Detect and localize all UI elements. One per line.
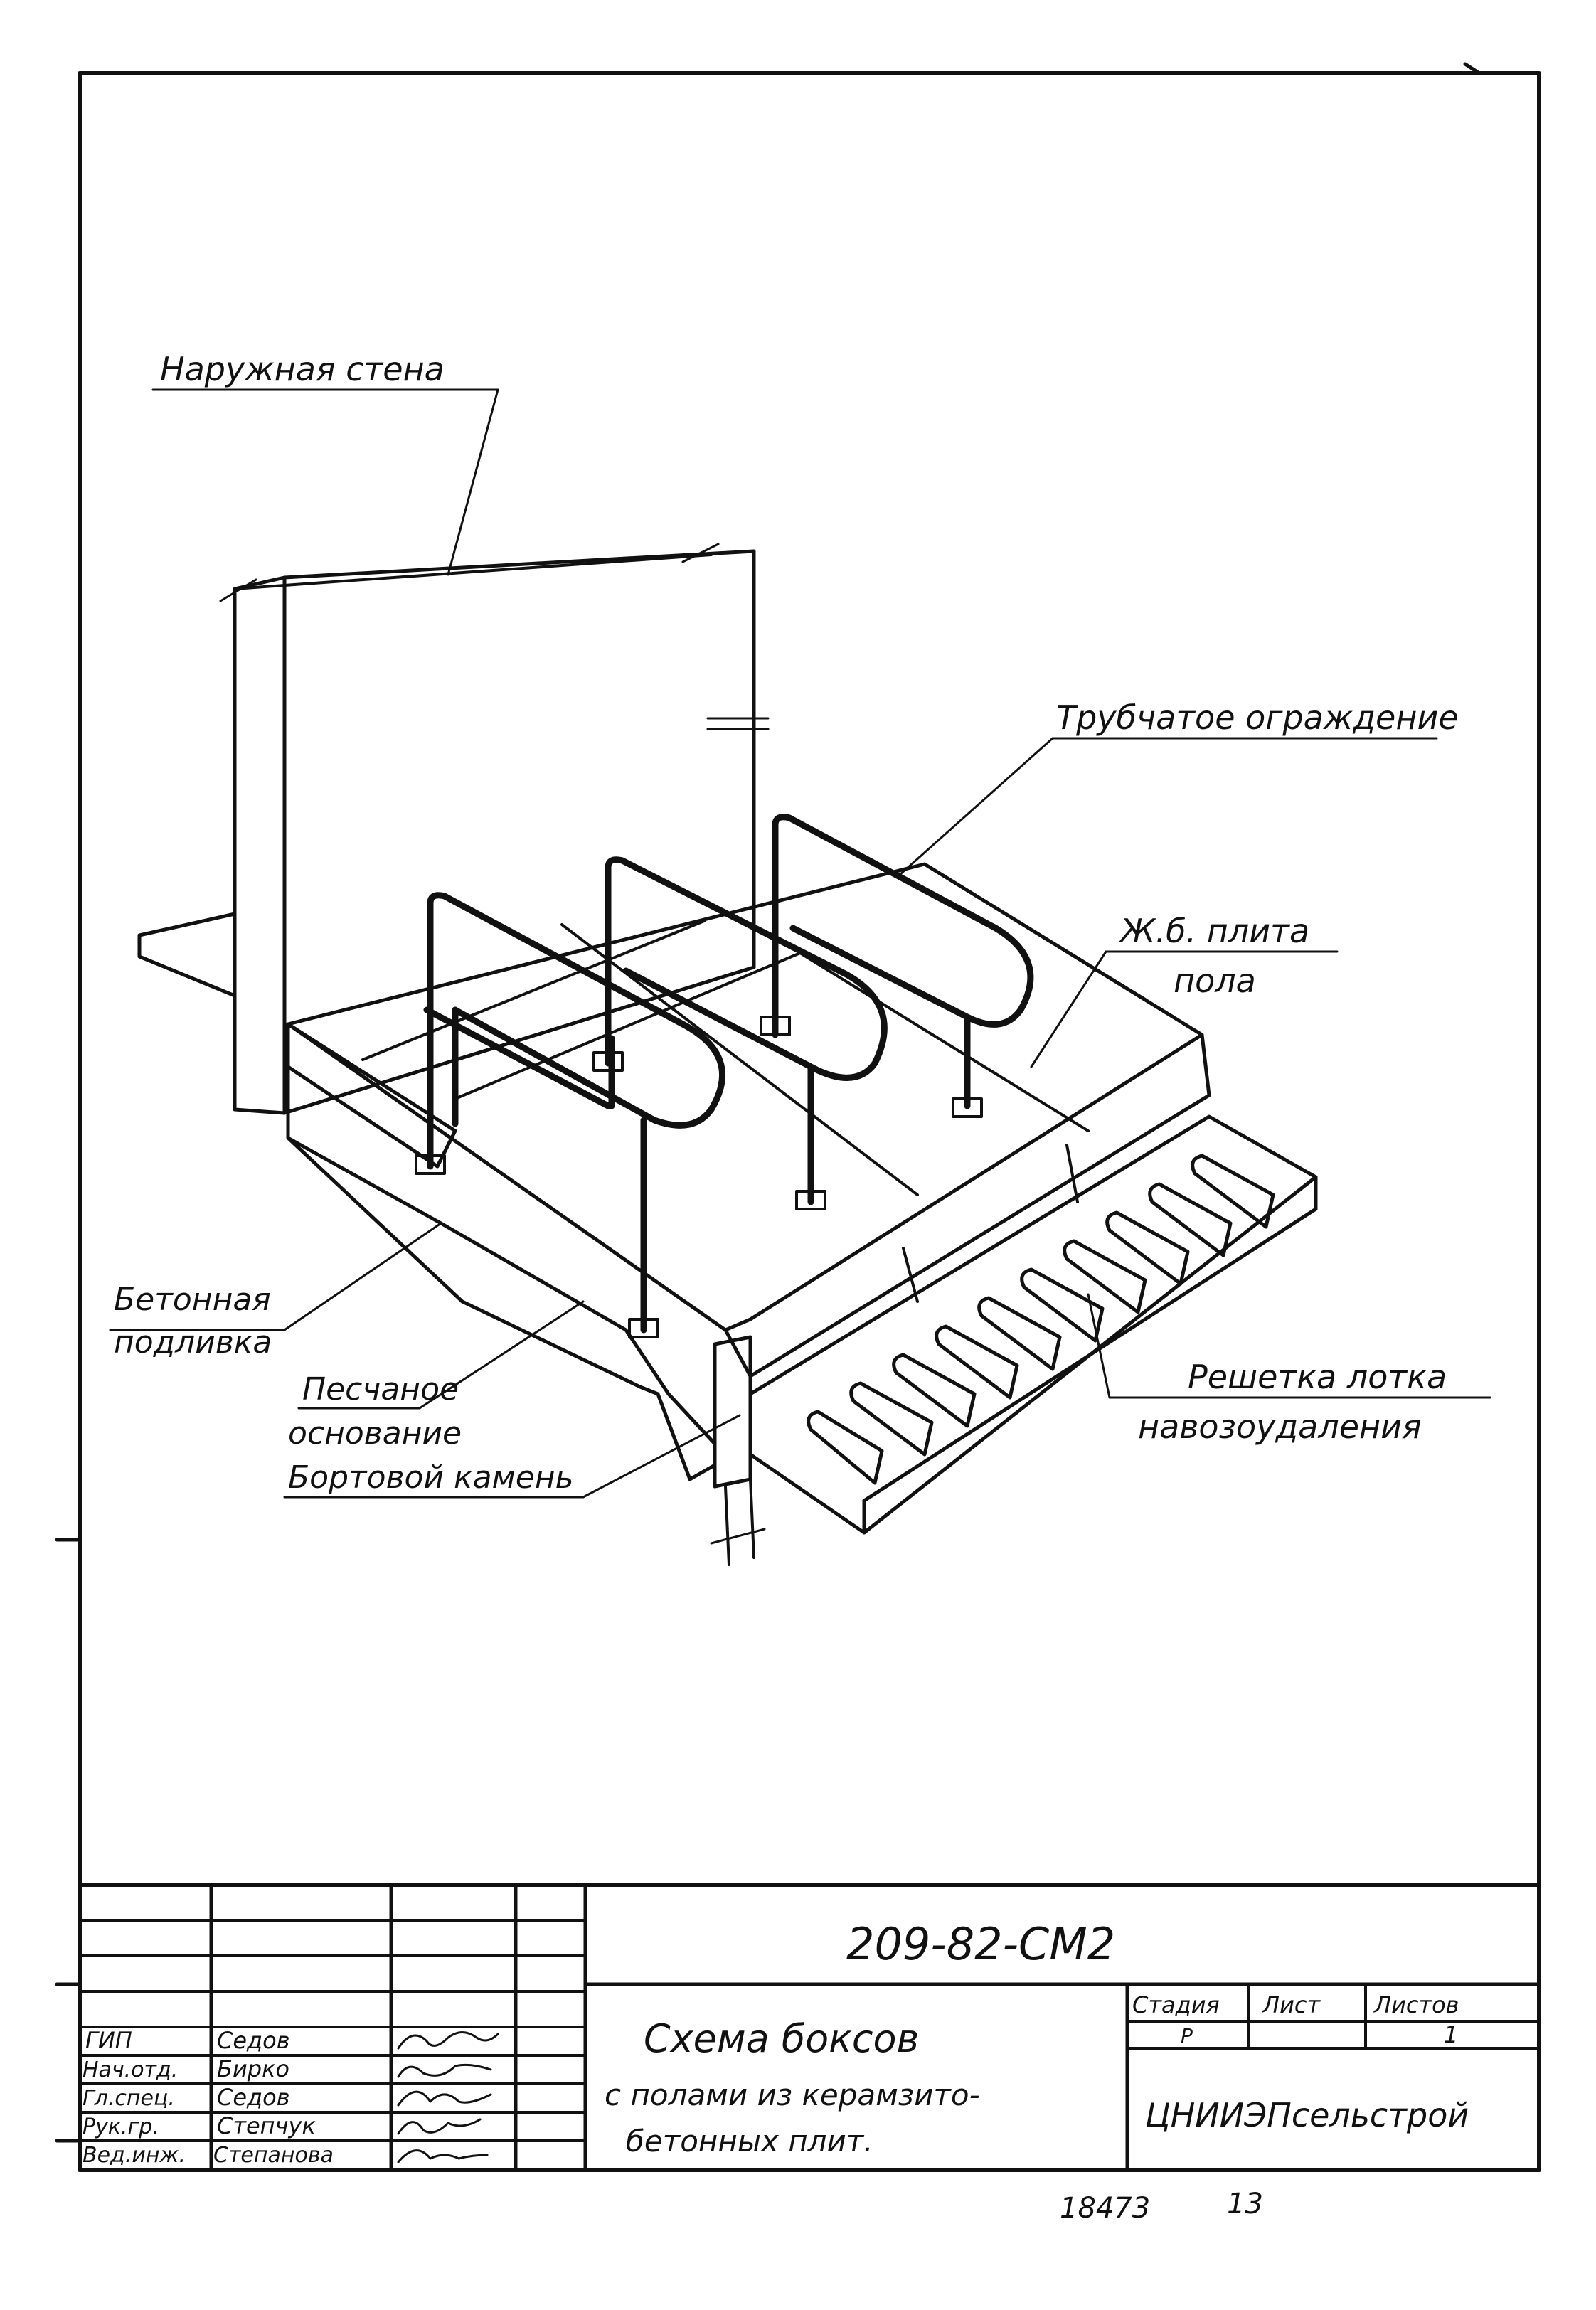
role-5: Вед.инж. xyxy=(83,2143,186,2168)
frame-corner-mark xyxy=(1463,62,1481,75)
label-outer-wall: Наружная стена xyxy=(160,350,445,388)
sheet-title-2: с полами из керамзито- xyxy=(605,2077,980,2112)
label-tubular-fence: Трубчатое ограждение xyxy=(1056,698,1459,737)
concrete-pour-section xyxy=(286,1022,457,1169)
name-5: Степанова xyxy=(213,2143,334,2168)
name-4: Степчук xyxy=(217,2112,316,2139)
sheet-header: Лист xyxy=(1262,1991,1321,2018)
isometric-drawing: Наружная стена Трубчатое ограждение Ж.б.… xyxy=(109,350,1491,1566)
stage-header: Стадия xyxy=(1132,1991,1220,2018)
role-3: Гл.спец. xyxy=(83,2086,175,2111)
sheet-title-1: Схема боксов xyxy=(644,2016,919,2061)
rear-slab xyxy=(137,912,237,998)
organization: ЦНИИЭПсельстрой xyxy=(1145,2096,1469,2134)
label-grate-2: навозоудаления xyxy=(1138,1407,1422,1446)
role-1: ГИП xyxy=(85,2027,132,2054)
stage-value: Р xyxy=(1181,2024,1193,2048)
signatures xyxy=(397,2031,499,2163)
label-floor-slab-1: Ж.б. плита xyxy=(1118,912,1309,950)
label-concrete-1: Бетонная xyxy=(114,1282,271,1318)
role-2: Нач.отд. xyxy=(83,2058,178,2082)
name-2: Бирко xyxy=(217,2055,289,2082)
label-concrete-2: подливка xyxy=(114,1324,272,1361)
label-curb: Бортовой камень xyxy=(288,1459,574,1496)
sheets-header: Листов xyxy=(1373,1991,1459,2018)
title-block: 209-82-СМ2 ГИП Седов Нач.отд. Бирко Гл.с… xyxy=(78,1883,1541,2172)
label-sand-1: Песчаное xyxy=(302,1371,459,1407)
sheets-value: 1 xyxy=(1444,2021,1458,2048)
doc-code: 209-82-СМ2 xyxy=(846,1918,1115,1970)
page-number: 13 xyxy=(1227,2188,1263,2220)
label-sand-2: основание xyxy=(288,1415,462,1452)
outer-wall xyxy=(233,575,287,1115)
sheet-title-3: бетонных плит. xyxy=(626,2124,873,2159)
name-3: Седов xyxy=(217,2084,290,2111)
inventory-number: 18473 xyxy=(1060,2192,1150,2225)
label-floor-slab-2: пола xyxy=(1174,962,1256,1000)
outer-wall-face xyxy=(282,549,756,1115)
tubular-fence xyxy=(423,814,1034,1334)
curb-stone xyxy=(713,1335,752,1489)
label-grate-1: Решетка лотка xyxy=(1188,1358,1447,1396)
name-1: Седов xyxy=(217,2027,290,2054)
role-4: Рук.гр. xyxy=(83,2114,159,2139)
floor-slab-top xyxy=(286,862,1204,1332)
manure-channel-grate xyxy=(748,1114,1318,1535)
